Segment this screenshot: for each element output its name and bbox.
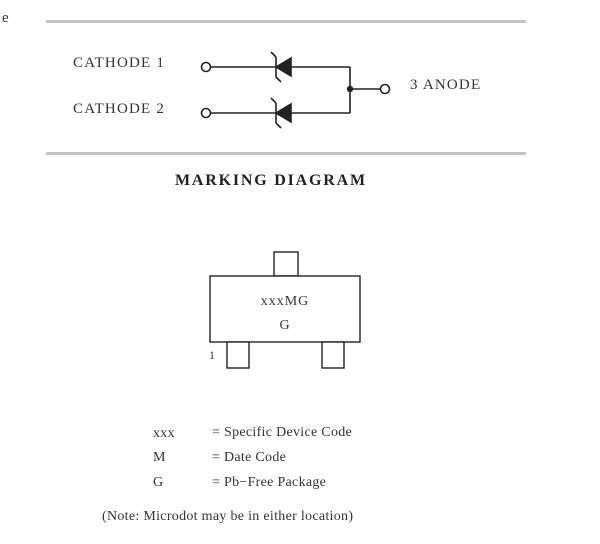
legend-code-xxx: xxx xyxy=(153,426,175,441)
package-marking-line2: G xyxy=(279,318,291,333)
legend-desc-g: = Pb−Free Package xyxy=(212,475,327,490)
zener-diode-1 xyxy=(270,51,292,83)
cathode-2-label: CATHODE 2 xyxy=(73,101,166,117)
legend-desc-m: = Date Code xyxy=(212,450,287,465)
package-body xyxy=(209,275,361,343)
edge-fragment-text: e xyxy=(2,10,9,26)
marking-diagram-title: MARKING DIAGRAM xyxy=(175,172,367,189)
package-top-lead xyxy=(273,251,299,277)
bottom-divider xyxy=(46,152,526,155)
legend-code-g: G xyxy=(153,475,164,490)
anode-label: 3 ANODE xyxy=(410,77,482,93)
pin-1-label: 1 xyxy=(209,348,216,362)
junction-dot xyxy=(346,85,354,93)
package-marking-line1: xxxMG xyxy=(260,294,310,309)
cathode-2-terminal xyxy=(200,107,212,119)
anode-terminal xyxy=(379,83,391,95)
package-lead-2 xyxy=(321,341,345,369)
legend-code-m: M xyxy=(153,450,166,465)
microdot-note: (Note: Microdot may be in either locatio… xyxy=(102,509,354,524)
cathode-1-label: CATHODE 1 xyxy=(73,55,166,71)
zener-diode-2 xyxy=(270,97,292,129)
package-lead-1 xyxy=(226,341,250,369)
legend-desc-xxx: = Specific Device Code xyxy=(212,425,353,440)
cathode-1-terminal xyxy=(200,61,212,73)
top-divider xyxy=(46,20,526,23)
